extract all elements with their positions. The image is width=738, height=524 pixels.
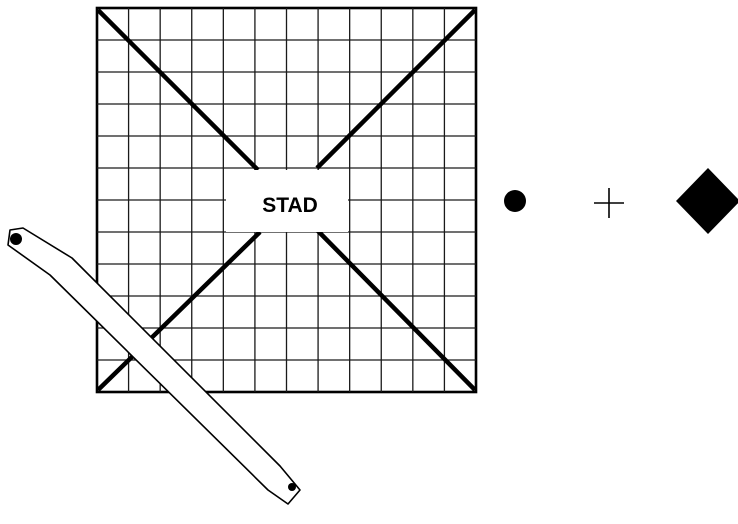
diagonal-road-bottom-left xyxy=(96,230,262,392)
plus-icon xyxy=(594,188,624,218)
diagonal-roads xyxy=(96,8,477,392)
diagonal-road-top-right xyxy=(315,8,477,170)
center-label: STAD xyxy=(262,194,318,217)
elongated-shape-outline xyxy=(7,227,301,505)
endpoint-marker-top xyxy=(10,233,22,245)
elongated-shape xyxy=(7,227,301,505)
center-label-background xyxy=(226,170,348,232)
diamond-icon xyxy=(676,168,738,234)
endpoint-marker-bottom xyxy=(288,483,296,491)
diagonal-road-top-left xyxy=(96,8,260,172)
symbol-row xyxy=(504,168,738,234)
center-label-box: STAD xyxy=(226,170,348,232)
diagonal-road-bottom-right xyxy=(315,228,477,392)
dot-icon xyxy=(504,190,526,212)
